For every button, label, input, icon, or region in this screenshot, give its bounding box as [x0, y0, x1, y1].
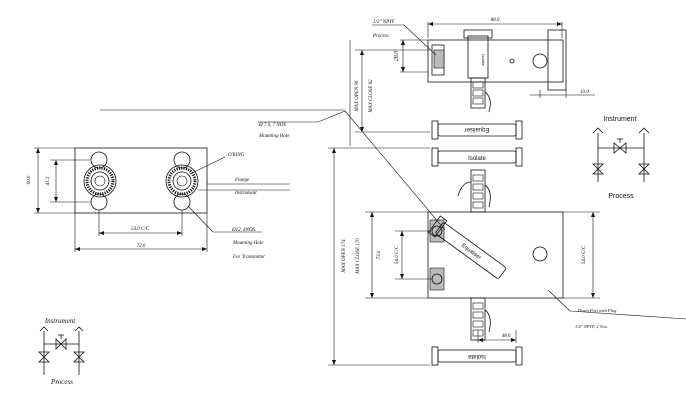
schematic-left-instrument: Instrument	[44, 317, 76, 325]
front-48-label: 48.0	[502, 334, 511, 339]
front-54-right-label: 54.0 C/C	[582, 245, 587, 264]
hole-size-note: Ø 7.0, 7 NOS	[258, 123, 286, 128]
drain-npt-label: 1/4" NPTF, 2 Nos.	[575, 324, 608, 330]
top-width-label: 88.0	[491, 18, 500, 23]
drain-port-label: Drain Port with Plug	[577, 308, 617, 313]
front-max-close-label: MAX CLOSE 170	[356, 238, 361, 275]
flange-height-label: 60.0	[27, 175, 32, 184]
flange-cc-dimension: 54.0 C/C	[98, 210, 183, 236]
top-28-label: 28.0	[394, 51, 400, 62]
valve-schematic-right: Instrument Process	[592, 116, 650, 200]
top-npt-label: 1/2" NPTF	[373, 20, 396, 25]
flange-plate	[74, 147, 208, 214]
top-max-close-label: MAX CLOSE 82	[369, 79, 374, 114]
schematic-right-process: Process	[608, 193, 634, 200]
flange-width-dimension: 72.0	[74, 213, 208, 252]
flange-view: 60.0 41.3 54.0 C/C 72.0	[27, 109, 346, 260]
flange-height-dimension: 60.0	[27, 147, 75, 214]
mounting-hole-label: Mounting Hole	[232, 241, 264, 246]
flange-label: Flange	[234, 178, 250, 183]
bottom-isolate-label: Isolate	[468, 353, 486, 359]
equaliser-bar-label: Equaliser	[464, 126, 489, 132]
schematic-right-instrument: Instrument	[603, 116, 636, 123]
front-max-open-label: MAX OPEN 174	[342, 239, 347, 274]
equaliser-label: Equaliser	[460, 243, 482, 261]
top-view: Isolate 88.0 1/2" NPTF Process 28.0 MAX …	[349, 18, 595, 167]
front-54-left-label: 54.0 C/C	[395, 245, 400, 264]
top-isolate-knob-label: Isolate	[481, 54, 486, 67]
mounting-hole-tl	[90, 151, 108, 169]
flange-inner-label: 41.3	[46, 176, 51, 185]
isolate-bar-label: Isolate	[468, 156, 486, 162]
flange-cc-label: 54.0 C/C	[131, 227, 150, 232]
top-10-label: 10.0	[580, 90, 589, 95]
schematic-left-process: Process	[50, 378, 73, 386]
top-process-label: Process	[372, 34, 389, 39]
front-body	[427, 211, 564, 299]
top-max-open-label: MAX OPEN 96	[355, 80, 360, 112]
o-ring-port-right	[165, 164, 199, 198]
hole-note-label: Mounting Hole	[258, 134, 290, 139]
top-body	[427, 39, 564, 83]
for-transmitter-label: For Transmitter	[232, 255, 265, 260]
o-ring-port-left	[83, 164, 117, 198]
front-view: Equaliser Isolate MAX OPEN 174 MAX CLOSE…	[328, 110, 686, 366]
front-73-label: 73.0	[377, 250, 382, 259]
mounting-hole-size-label: Ø12, 4NOS.	[231, 228, 256, 233]
flange-inner-dimension: 41.3	[46, 159, 90, 203]
o-ring-label: O'RING	[228, 153, 245, 158]
flange-width-label: 72.0	[137, 244, 146, 249]
valve-schematic-left: Instrument Process	[38, 317, 85, 386]
instrument-label: Instrument	[234, 191, 257, 196]
